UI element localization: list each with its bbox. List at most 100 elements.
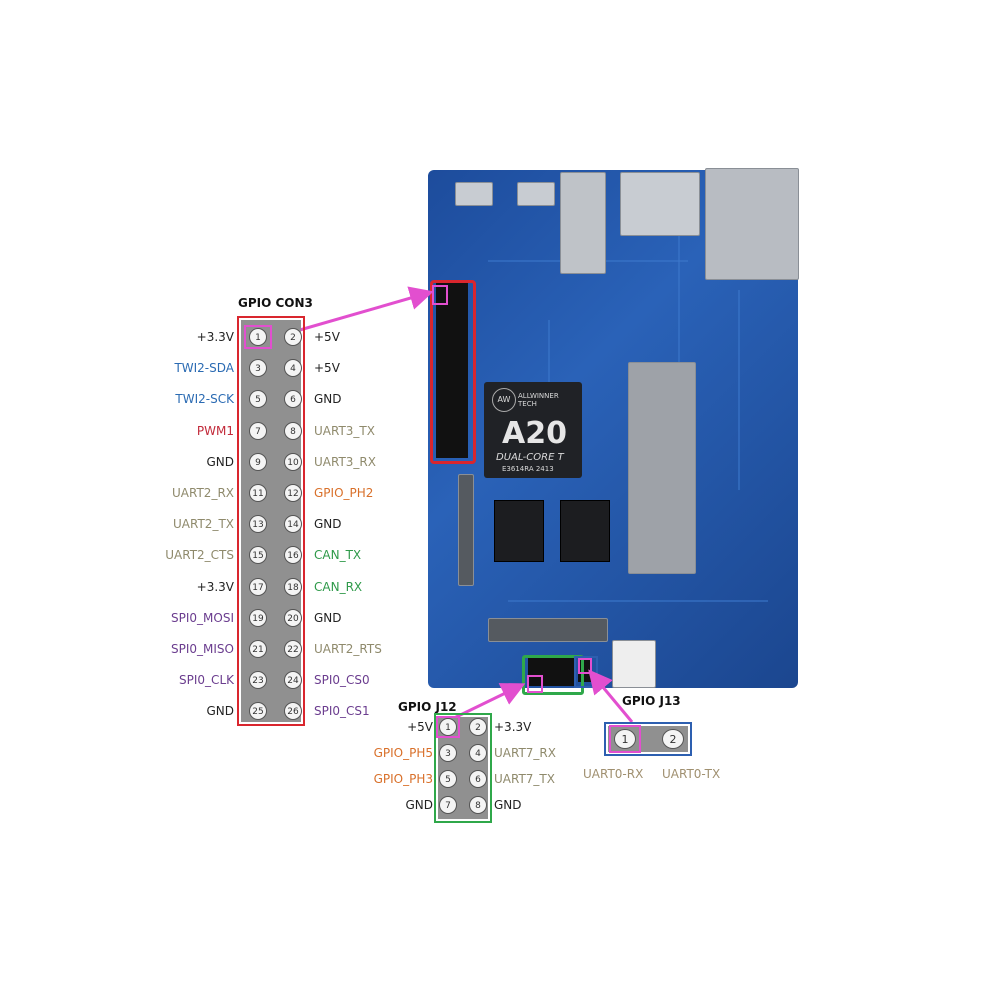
con3-pin: 13 [249,515,267,534]
j12-left-label: GPIO_PH5 [373,746,433,760]
con3-pin: 17 [249,577,267,596]
con3-right-label: GND [314,392,342,407]
con3-right-label: UART3_RX [314,454,376,469]
a20-soc-chip: AW ALLWINNER TECH A20 DUAL-CORE T E3614R… [484,382,582,478]
power-connector [612,640,656,688]
allwinner-logo-icon: AW [492,388,516,412]
camera-connector [458,474,474,586]
j13-pin-2: 2 [662,729,684,749]
hdmi-port [620,172,700,236]
chip-code: E3614RA 2413 [502,465,554,473]
j12-pin: 8 [469,796,487,814]
pcb-trace [678,230,680,370]
pcb-trace [738,290,740,490]
con3-right-label: +5V [314,361,340,376]
chip-model: A20 [502,416,567,451]
micro-usb-port-2 [517,182,555,206]
con3-pin: 21 [249,640,267,658]
con3-pin: 12 [284,484,302,502]
j12-title: GPIO J12 [398,700,457,714]
con3-pin: 16 [284,546,302,565]
board-j12-pin1-marker [527,675,543,693]
j12-right-label: GND [494,798,522,812]
con3-right-label: SPI0_CS0 [314,673,370,688]
con3-left-label: GND [206,454,234,469]
con3-left-label: SPI0_MISO [171,642,234,656]
chip-brand: ALLWINNER TECH [518,392,559,408]
con3-left-label: GND [206,704,234,719]
j12-pin: 7 [439,796,457,814]
con3-right-label: GND [314,610,342,625]
con3-left-label: PWM1 [196,423,234,438]
board-j12-frame [522,655,584,695]
con3-pin: 2 [284,328,302,346]
j12-left-label: +5V [407,720,433,734]
j12-pin: 1 [439,718,457,736]
con3-left-label: SPI0_CLK [179,673,234,688]
con3-title: GPIO CON3 [238,296,313,310]
con3-pin: 1 [249,328,267,346]
con3-right-label: GPIO_PH2 [314,486,374,500]
j12-pin: 4 [469,744,487,762]
con3-pin: 4 [284,359,302,378]
sata-connector [628,362,696,574]
j13-label-uart0-rx: UART0-RX [583,767,644,781]
j13-pin1-marker [609,725,641,753]
j12-left-label: GPIO_PH3 [373,772,433,786]
con3-pin: 22 [284,640,302,658]
j12-pin: 2 [469,718,487,736]
j12-pin: 5 [439,770,457,788]
con3-pin: 6 [284,390,302,409]
con3-right-label: GND [314,517,342,532]
con3-pin: 10 [284,452,302,471]
con3-left-label: TWI2-SDA [174,361,234,376]
con3-pin: 18 [284,577,302,596]
con3-left-label: +3.3V [196,579,234,594]
pcb-trace [508,600,768,602]
con3-pin: 24 [284,671,302,690]
con3-left-label: UART2_RX [172,486,234,500]
con3-left-label: UART2_CTS [165,548,234,563]
con3-right-label: UART3_TX [314,423,375,438]
ram-chip-1 [494,500,544,562]
con3-left-label: UART2_TX [173,517,234,532]
chip-variant: DUAL-CORE T [496,452,564,463]
j13-title: GPIO J13 [622,694,681,708]
con3-pin: 8 [284,421,302,440]
con3-right-label: +5V [314,330,340,344]
con3-right-label: UART2_RTS [314,642,382,656]
con3-pin: 5 [249,390,267,409]
ethernet-port [705,168,799,280]
con3-pin: 7 [249,421,267,440]
j13-label-uart0-tx: UART0-TX [662,767,721,781]
board-con3-header [436,283,468,458]
con3-right-label: CAN_RX [314,579,363,594]
j12-right-label: UART7_TX [494,772,555,786]
j12-pin: 6 [469,770,487,788]
con3-pin: 23 [249,671,267,690]
con3-pin: 26 [284,702,302,721]
board-j12-header [528,658,576,686]
j12-pin: 3 [439,744,457,762]
con3-pin1-marker [244,325,272,349]
con3-left-label: +3.3V [196,330,234,344]
ram-chip-2 [560,500,610,562]
usb-a-port [560,172,606,274]
con3-left-label: SPI0_MOSI [171,610,234,625]
con3-left-label: TWI2-SCK [175,392,234,407]
micro-usb-port-1 [455,182,493,206]
con3-pin: 20 [284,608,302,627]
j13-pointer-arrow [588,669,634,723]
con3-pin: 19 [249,608,267,627]
j12-pin1-marker [436,716,460,738]
con3-pin: 3 [249,359,267,378]
con3-pin: 11 [249,484,267,502]
j12-right-label: UART7_RX [494,746,556,760]
con3-pin: 9 [249,452,267,471]
con3-pin: 25 [249,702,267,721]
j12-left-label: GND [405,798,433,812]
con3-pin: 14 [284,515,302,534]
lcd-connector [488,618,608,642]
con3-pin: 15 [249,546,267,565]
